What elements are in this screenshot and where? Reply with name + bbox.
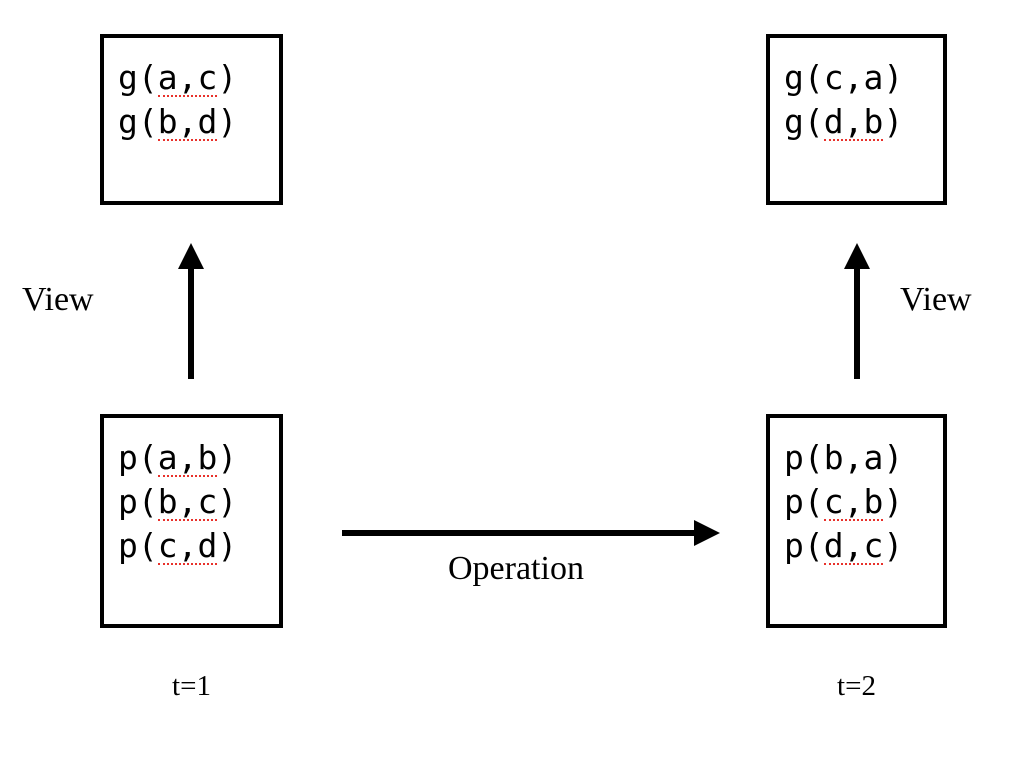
time-label-t1: t=1 bbox=[172, 670, 211, 702]
time-label-t2: t=2 bbox=[837, 670, 876, 702]
fact-prefix: p( bbox=[118, 482, 158, 521]
fact-args: b,a bbox=[823, 438, 884, 477]
fact-suffix: ) bbox=[217, 58, 238, 97]
fact-suffix: ) bbox=[883, 438, 904, 477]
fact-suffix: ) bbox=[883, 58, 904, 97]
fact-line: p(b,a) bbox=[784, 436, 943, 480]
operation-arrow bbox=[342, 520, 720, 546]
fact-prefix: g( bbox=[118, 58, 158, 97]
fact-line: g(c,a) bbox=[784, 56, 943, 100]
fact-box-state-t2: p(b,a) p(c,b) p(d,c) bbox=[766, 414, 947, 628]
fact-line: p(c,d) bbox=[118, 524, 279, 568]
fact-prefix: g( bbox=[118, 102, 158, 141]
fact-line: g(b,d) bbox=[118, 100, 279, 144]
fact-args: d,b bbox=[823, 100, 883, 144]
fact-suffix: ) bbox=[883, 482, 904, 521]
fact-box-view-t1: g(a,c) g(b,d) bbox=[100, 34, 283, 205]
fact-line: g(d,b) bbox=[784, 100, 943, 144]
fact-line: p(b,c) bbox=[118, 480, 279, 524]
arrow-head-right-icon bbox=[694, 520, 720, 546]
fact-suffix: ) bbox=[883, 102, 904, 141]
fact-line: p(a,b) bbox=[118, 436, 279, 480]
arrow-head-up-icon bbox=[178, 243, 204, 269]
fact-suffix: ) bbox=[217, 102, 238, 141]
fact-args: a,b bbox=[157, 436, 217, 480]
view-label-left: View bbox=[22, 281, 94, 318]
fact-prefix: g( bbox=[784, 102, 824, 141]
arrow-head-up-icon bbox=[844, 243, 870, 269]
fact-prefix: p( bbox=[784, 482, 824, 521]
view-arrow-left bbox=[171, 243, 211, 379]
arrow-shaft bbox=[188, 265, 194, 379]
fact-line: p(d,c) bbox=[784, 524, 943, 568]
fact-suffix: ) bbox=[883, 526, 904, 565]
fact-suffix: ) bbox=[217, 438, 238, 477]
fact-box-state-t1: p(a,b) p(b,c) p(c,d) bbox=[100, 414, 283, 628]
fact-args: d,c bbox=[823, 524, 883, 568]
fact-prefix: p( bbox=[784, 438, 824, 477]
fact-prefix: p( bbox=[784, 526, 824, 565]
fact-prefix: p( bbox=[118, 438, 158, 477]
fact-suffix: ) bbox=[217, 526, 238, 565]
fact-line: g(a,c) bbox=[118, 56, 279, 100]
fact-args: a,c bbox=[157, 56, 217, 100]
fact-prefix: g( bbox=[784, 58, 824, 97]
arrow-shaft bbox=[342, 530, 698, 536]
fact-args: b,c bbox=[157, 480, 217, 524]
view-arrow-right bbox=[837, 243, 877, 379]
fact-args: c,a bbox=[823, 58, 884, 97]
fact-box-view-t2: g(c,a) g(d,b) bbox=[766, 34, 947, 205]
fact-suffix: ) bbox=[217, 482, 238, 521]
view-label-right: View bbox=[900, 281, 972, 318]
arrow-shaft bbox=[854, 265, 860, 379]
fact-args: b,d bbox=[157, 100, 217, 144]
fact-prefix: p( bbox=[118, 526, 158, 565]
operation-label: Operation bbox=[448, 550, 584, 587]
fact-line: p(c,b) bbox=[784, 480, 943, 524]
fact-args: c,b bbox=[823, 480, 883, 524]
fact-args: c,d bbox=[157, 524, 217, 568]
